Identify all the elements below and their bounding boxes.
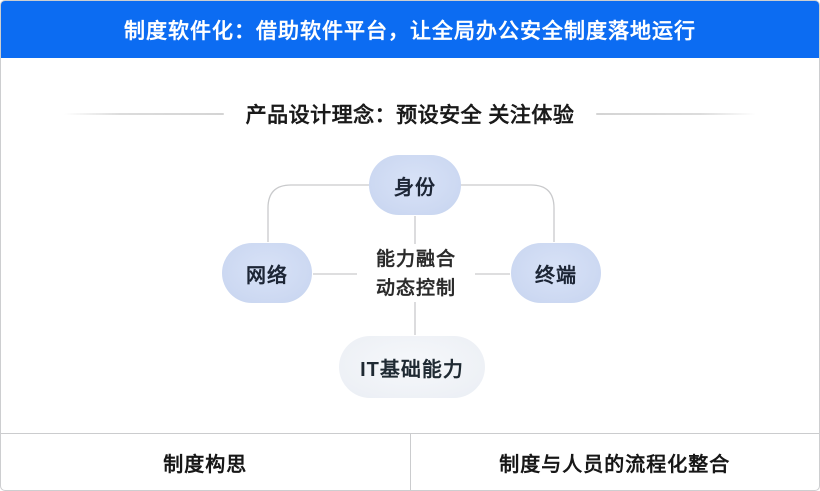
page-title: 产品设计理念：预设安全 关注体验 bbox=[245, 104, 575, 127]
center-capability-line2: 动态控制 bbox=[375, 278, 456, 299]
node-terminal: 终端 bbox=[511, 243, 601, 303]
node-network: 网络 bbox=[222, 243, 312, 303]
footer-cell-right: 制度与人员的流程化整合 bbox=[411, 434, 820, 490]
node-it-base: IT基础能力 bbox=[339, 336, 485, 398]
footer-left-label: 制度构思 bbox=[163, 453, 248, 476]
header-banner: 制度软件化：借助软件平台，让全局办公安全制度落地运行 bbox=[1, 1, 819, 58]
title-rule-right bbox=[596, 113, 757, 115]
node-it-base-label: IT基础能力 bbox=[360, 358, 464, 381]
section-title-row: 产品设计理念：预设安全 关注体验 bbox=[1, 97, 819, 131]
center-capability-line1: 能力融合 bbox=[375, 249, 456, 270]
node-identity: 身份 bbox=[369, 155, 461, 215]
footer-row: 制度构思 制度与人员的流程化整合 bbox=[1, 433, 819, 490]
node-network-label: 网络 bbox=[246, 264, 288, 287]
footer-cell-left: 制度构思 bbox=[1, 434, 411, 490]
footer-right-label: 制度与人员的流程化整合 bbox=[499, 453, 731, 476]
title-rule-left bbox=[63, 113, 224, 115]
center-capability-label: 能力融合 动态控制 bbox=[353, 245, 479, 303]
header-banner-text: 制度软件化：借助软件平台，让全局办公安全制度落地运行 bbox=[124, 19, 696, 43]
node-identity-label: 身份 bbox=[394, 176, 436, 199]
node-terminal-label: 终端 bbox=[535, 264, 577, 287]
connector-identity-network bbox=[267, 184, 369, 242]
connector-identity-terminal bbox=[459, 184, 555, 242]
